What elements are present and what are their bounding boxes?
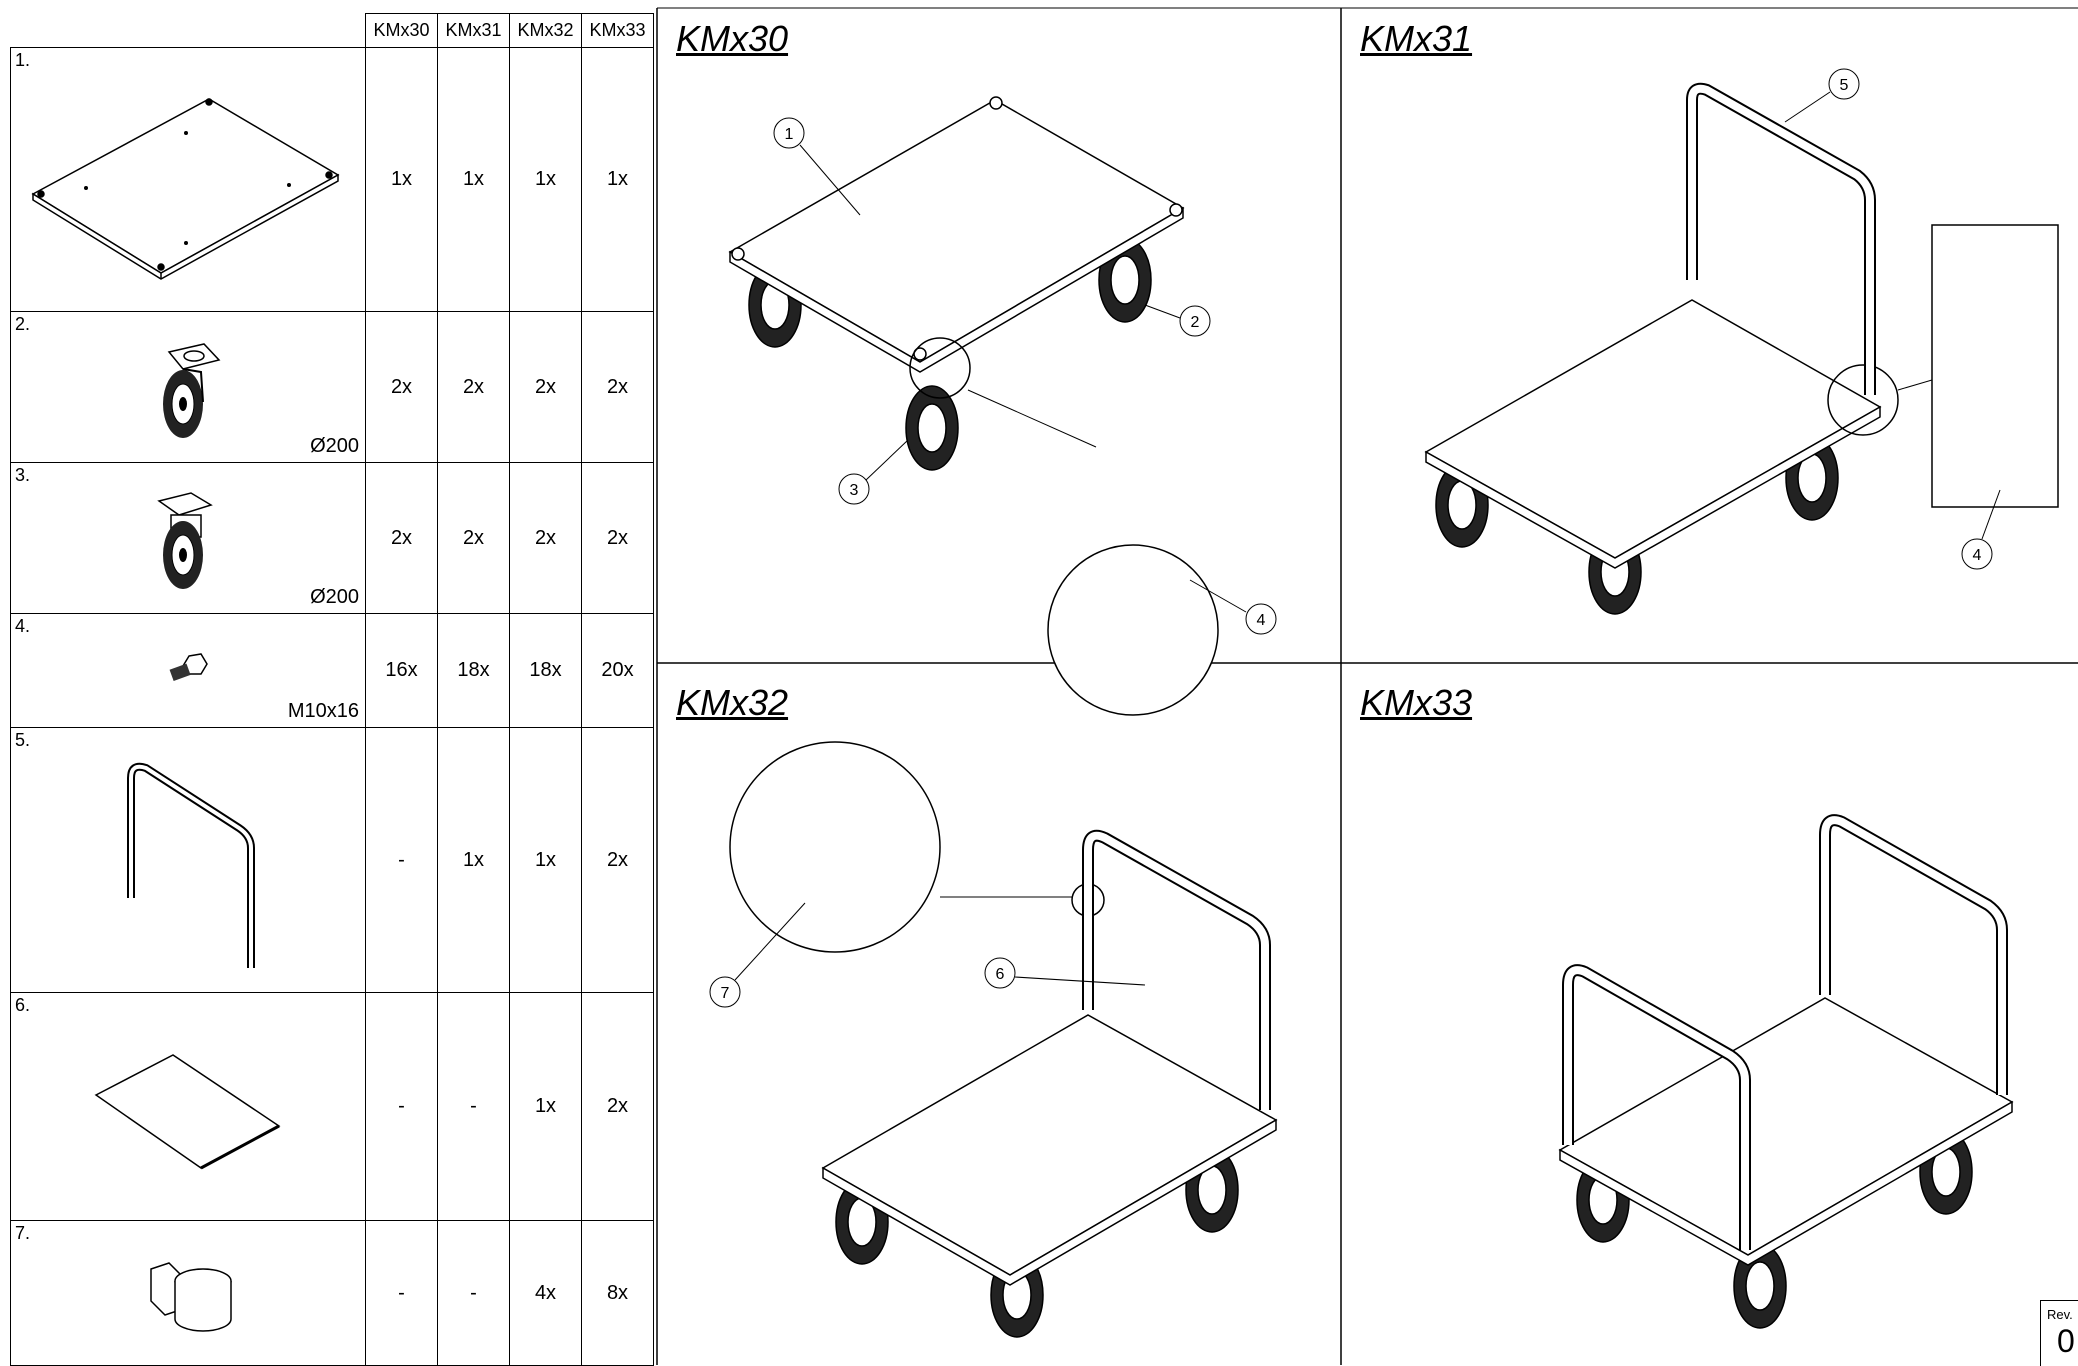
- column-header: KMx32: [509, 13, 582, 48]
- callouts-kmx32: 6 7: [709, 902, 1146, 1008]
- fixed-caster-icon: [157, 492, 213, 589]
- qty-cell: 2x: [581, 311, 654, 463]
- qty-cell: -: [365, 1220, 438, 1366]
- view-title-kmx32: KMx32: [676, 682, 789, 723]
- callout-label: 4: [1257, 612, 1266, 629]
- qty-cell: 2x: [509, 462, 582, 614]
- qty-cell: 8x: [581, 1220, 654, 1366]
- table-header-row: KMx30 KMx31 KMx32 KMx33: [10, 13, 654, 48]
- qty-cell: 18x: [509, 613, 582, 728]
- revision-box: Rev. 0: [2040, 1300, 2078, 1366]
- revision-label: Rev.: [2047, 1307, 2073, 1322]
- callouts-kmx31: 5 4: [1784, 68, 2001, 570]
- swivel-caster-icon: [163, 343, 221, 438]
- column-header: KMx33: [581, 13, 654, 48]
- part-cell: 3. Ø200: [10, 462, 366, 614]
- column-header: KMx31: [437, 13, 510, 48]
- part-number: 1.: [15, 50, 31, 70]
- part-number: 4.: [15, 616, 31, 636]
- callout-label: 3: [850, 482, 859, 499]
- part-cell: 1.: [10, 47, 366, 312]
- part-dimension: M10x16: [287, 700, 359, 722]
- push-handle-icon: [127, 762, 255, 968]
- part-cell: 7.: [10, 1220, 366, 1366]
- callout-label: 4: [1973, 547, 1982, 564]
- callouts-kmx30: 1 2 3 4: [773, 117, 1277, 635]
- qty-cell: -: [437, 992, 510, 1221]
- callout-label: 2: [1191, 314, 1200, 331]
- callout-label: 5: [1840, 77, 1849, 94]
- qty-cell: 2x: [581, 992, 654, 1221]
- view-title-kmx31: KMx31: [1360, 18, 1473, 59]
- part-dimension: Ø200: [310, 586, 359, 608]
- part-number: 3.: [15, 465, 31, 485]
- qty-cell: -: [437, 1220, 510, 1366]
- qty-cell: 1x: [509, 727, 582, 993]
- view-title-kmx30: KMx30: [676, 18, 789, 59]
- bolt-icon: [169, 653, 208, 682]
- platform-board-icon: [31, 98, 340, 280]
- clamp-icon: [150, 1262, 232, 1332]
- part-number: 2.: [15, 314, 31, 334]
- mesh-panel-icon: [94, 1054, 281, 1170]
- part-number: 7.: [15, 1223, 31, 1243]
- qty-cell: 1x: [437, 47, 510, 312]
- table-row: 6. - - 1x 2x: [10, 992, 654, 1221]
- table-row: 7. - - 4x 8x: [10, 1220, 654, 1366]
- qty-cell: 1x: [581, 47, 654, 312]
- table-row: 4. M10x16 16x 18x 18x 20x: [10, 613, 654, 728]
- qty-cell: 2x: [581, 727, 654, 993]
- revision-value: 0: [2057, 1323, 2075, 1359]
- callout-label: 1: [785, 126, 794, 143]
- table-row: 3. Ø200 2x 2x 2x 2x: [10, 462, 654, 614]
- part-cell: 5.: [10, 727, 366, 993]
- qty-cell: 1x: [437, 727, 510, 993]
- table-row: 5. - 1x 1x 2x: [10, 727, 654, 993]
- qty-cell: 18x: [437, 613, 510, 728]
- part-number: 6.: [15, 995, 31, 1015]
- qty-cell: 20x: [581, 613, 654, 728]
- table-row: 1. 1x 1x 1x 1x: [10, 47, 654, 312]
- callout-label: 6: [996, 966, 1005, 983]
- qty-cell: 16x: [365, 613, 438, 728]
- qty-cell: 2x: [581, 462, 654, 614]
- callout-label: 7: [721, 985, 730, 1002]
- part-dimension: Ø200: [310, 435, 359, 457]
- part-cell: 4. M10x16: [10, 613, 366, 728]
- qty-cell: 1x: [509, 47, 582, 312]
- qty-cell: 2x: [509, 311, 582, 463]
- table-row: 2. Ø200 2x 2x 2x 2x: [10, 311, 654, 463]
- qty-cell: 4x: [509, 1220, 582, 1366]
- parts-table: KMx30 KMx31 KMx32 KMx33 1.: [10, 13, 654, 1366]
- view-title-kmx33: KMx33: [1360, 682, 1473, 723]
- column-header: KMx30: [365, 13, 438, 48]
- qty-cell: 1x: [509, 992, 582, 1221]
- part-cell: 6.: [10, 992, 366, 1221]
- part-number: 5.: [15, 730, 31, 750]
